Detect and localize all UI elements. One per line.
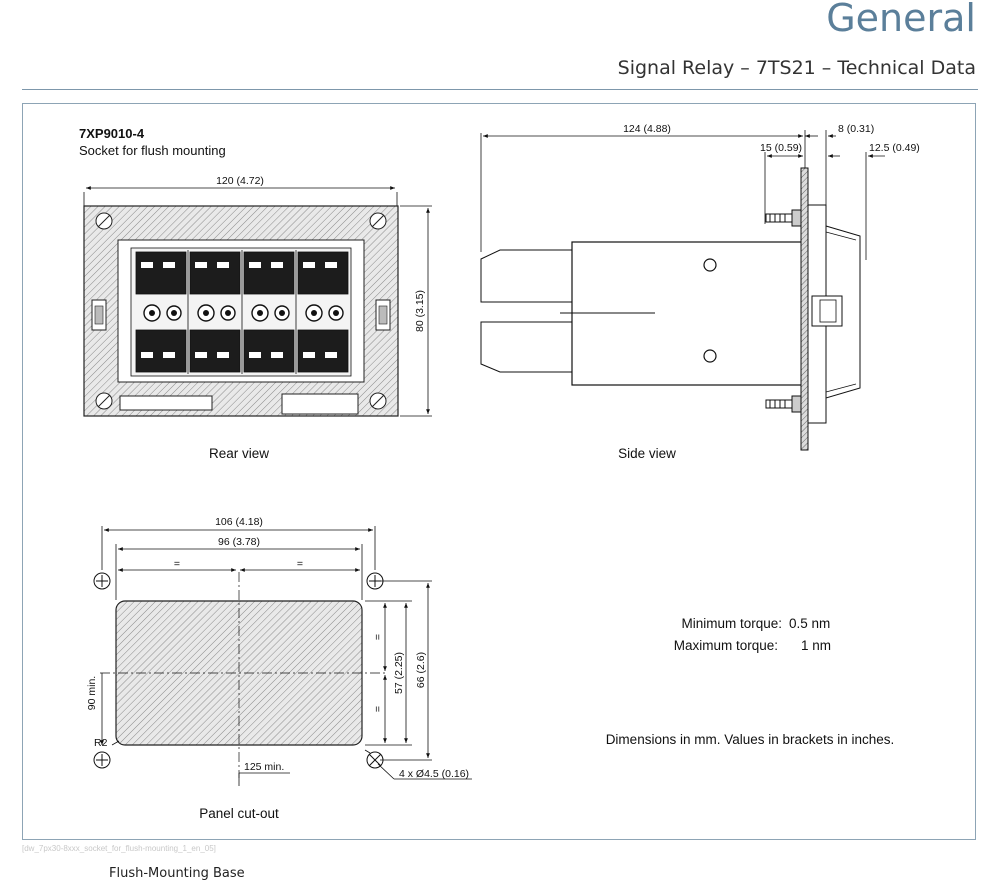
side-view-label: Side view [618, 446, 676, 461]
cutout-holes-callout: 4 x Ø4.5 (0.16) [399, 768, 469, 780]
cutout-125-dim: 125 min. [244, 761, 284, 773]
rear-view-label: Rear view [209, 446, 269, 461]
min-torque-label: Minimum torque: [681, 616, 782, 631]
cutout-90-dim: 90 min. [86, 676, 98, 710]
side-12-5-dim: 12.5 (0.49) [869, 142, 920, 154]
units-note: Dimensions in mm. Values in brackets in … [606, 732, 895, 747]
max-torque-value: 1 nm [801, 638, 831, 653]
page-subtitle: Signal Relay – 7TS21 – Technical Data [617, 57, 976, 79]
cutout-96-dim: 96 (3.78) [218, 536, 260, 548]
header-divider [22, 89, 978, 90]
cutout-eq-top: = [372, 634, 384, 640]
part-description: Socket for flush mounting [79, 143, 226, 158]
rear-view: 120 (4.72) 80 (3.15) [83, 175, 432, 461]
cutout-66-dim: 66 (2.6) [415, 652, 427, 688]
panel-cutout-label: Panel cut-out [199, 806, 279, 821]
min-torque-value: 0.5 nm [789, 616, 830, 631]
rear-height-dim: 80 (3.15) [414, 290, 426, 332]
page-title: General [826, 0, 976, 40]
figure-caption: Flush-Mounting Base [109, 866, 245, 881]
cutout-57-dim: 57 (2.25) [393, 652, 405, 694]
cutout-r2-label: R2 [94, 737, 108, 749]
part-code: 7XP9010-4 [79, 126, 145, 141]
side-15-dim: 15 (0.59) [760, 142, 802, 154]
torque-specs: Minimum torque: 0.5 nm Maximum torque: 1… [674, 616, 831, 653]
panel-cutout: 106 (4.18) 96 (3.78) = = [86, 516, 472, 821]
cutout-eq-right: = [297, 558, 303, 570]
figure-id: [dw_7px30-8xxx_socket_for_flush-mounting… [22, 844, 216, 853]
side-length-dim: 124 (4.88) [623, 123, 671, 135]
rear-width-dim: 120 (4.72) [216, 175, 264, 187]
cutout-106-dim: 106 (4.18) [215, 516, 263, 528]
drawing-frame [22, 103, 976, 840]
side-view: 124 (4.88) 8 (0.31) 15 (0.59) 12.5 (0.49… [480, 123, 920, 461]
cutout-eq-left: = [174, 558, 180, 570]
side-8-dim: 8 (0.31) [838, 123, 874, 135]
cutout-eq-bottom: = [372, 706, 384, 712]
max-torque-label: Maximum torque: [674, 638, 778, 653]
